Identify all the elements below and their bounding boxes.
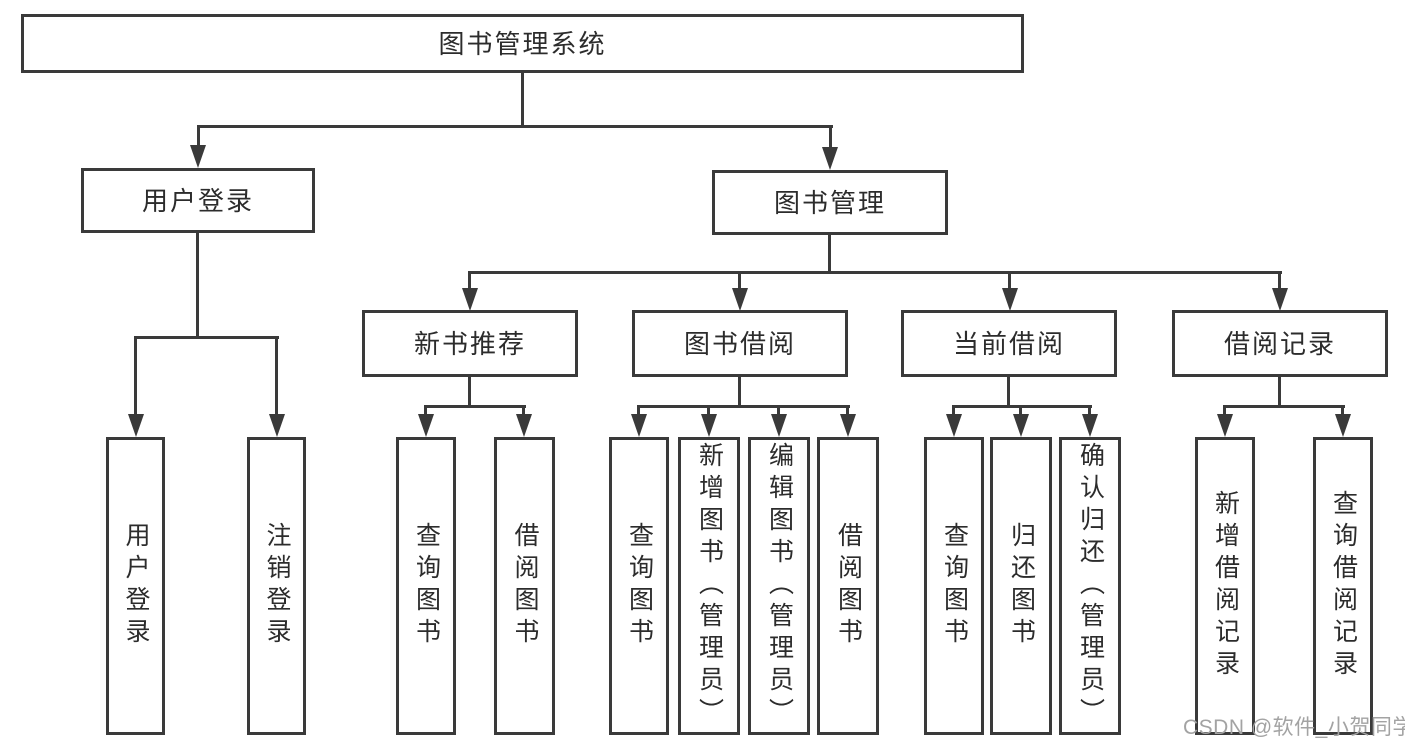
node-new-book-recommend: 新书推荐 <box>362 310 578 377</box>
connector-line <box>777 405 780 417</box>
arrowhead-icon <box>462 288 478 311</box>
arrowhead-icon <box>1272 288 1288 311</box>
connector-line <box>469 271 1282 274</box>
arrowhead-icon <box>1217 414 1233 437</box>
connector-line <box>1019 405 1022 417</box>
connector-line <box>829 125 832 149</box>
node-leaf-borrow-books: 借阅图书 <box>817 437 879 735</box>
connector-line <box>134 336 279 339</box>
node-leaf-edit-book-admin: 编辑图书（管理员） <box>748 437 810 735</box>
connector-line <box>424 405 427 417</box>
node-leaf-return-book: 归还图书 <box>990 437 1052 735</box>
connector-line <box>1223 405 1226 417</box>
node-leaf-confirm-return-admin: 确认归还（管理员） <box>1059 437 1121 735</box>
connector-line <box>1278 271 1281 291</box>
arrowhead-icon <box>1013 414 1029 437</box>
connector-line <box>197 125 833 128</box>
connector-line <box>468 377 471 407</box>
connector-line <box>197 125 200 147</box>
connector-line <box>846 405 849 417</box>
node-leaf-user-login: 用户登录 <box>106 437 165 735</box>
node-leaf-query-books-recommend: 查询图书 <box>396 437 456 735</box>
node-library-management-system: 图书管理系统 <box>21 14 1024 73</box>
arrowhead-icon <box>840 414 856 437</box>
connector-line <box>707 405 710 417</box>
connector-line <box>468 271 471 291</box>
connector-line <box>828 235 831 273</box>
arrowhead-icon <box>190 145 206 168</box>
node-leaf-add-borrow-record: 新增借阅记录 <box>1195 437 1255 735</box>
node-book-borrowing: 图书借阅 <box>632 310 848 377</box>
arrowhead-icon <box>418 414 434 437</box>
arrowhead-icon <box>822 147 838 170</box>
node-leaf-query-books-current: 查询图书 <box>924 437 984 735</box>
node-user-login: 用户登录 <box>81 168 315 233</box>
connector-line <box>1007 377 1010 407</box>
arrowhead-icon <box>516 414 532 437</box>
connector-line <box>738 271 741 291</box>
arrowhead-icon <box>1082 414 1098 437</box>
node-borrowing-records: 借阅记录 <box>1172 310 1388 377</box>
arrowhead-icon <box>128 414 144 437</box>
arrowhead-icon <box>946 414 962 437</box>
node-book-management: 图书管理 <box>712 170 948 235</box>
connector-line <box>1341 405 1344 417</box>
arrowhead-icon <box>701 414 717 437</box>
arrowhead-icon <box>269 414 285 437</box>
node-leaf-logout: 注销登录 <box>247 437 306 735</box>
node-leaf-query-books-borrowing: 查询图书 <box>609 437 669 735</box>
connector-line <box>522 405 525 417</box>
connector-line <box>196 233 199 338</box>
connector-line <box>134 336 137 416</box>
connector-line <box>1223 405 1345 408</box>
arrowhead-icon <box>771 414 787 437</box>
connector-line <box>738 377 741 407</box>
arrowhead-icon <box>631 414 647 437</box>
csdn-watermark: CSDN @软件_小贺同学 <box>1183 716 1405 739</box>
node-leaf-query-borrow-record: 查询借阅记录 <box>1313 437 1373 735</box>
connector-line <box>952 405 955 417</box>
connector-line <box>275 336 278 416</box>
arrowhead-icon <box>1002 288 1018 311</box>
connector-line <box>1008 271 1011 291</box>
connector-line <box>1278 377 1281 407</box>
connector-line <box>637 405 640 417</box>
connector-line <box>521 73 524 127</box>
connector-line <box>637 405 850 408</box>
node-leaf-borrow-books-recommend: 借阅图书 <box>494 437 555 735</box>
connector-line <box>425 405 526 408</box>
arrowhead-icon <box>1335 414 1351 437</box>
connector-line <box>952 405 1092 408</box>
arrowhead-icon <box>732 288 748 311</box>
node-leaf-add-book-admin: 新增图书（管理员） <box>678 437 740 735</box>
node-current-borrowing: 当前借阅 <box>901 310 1117 377</box>
connector-line <box>1088 405 1091 417</box>
